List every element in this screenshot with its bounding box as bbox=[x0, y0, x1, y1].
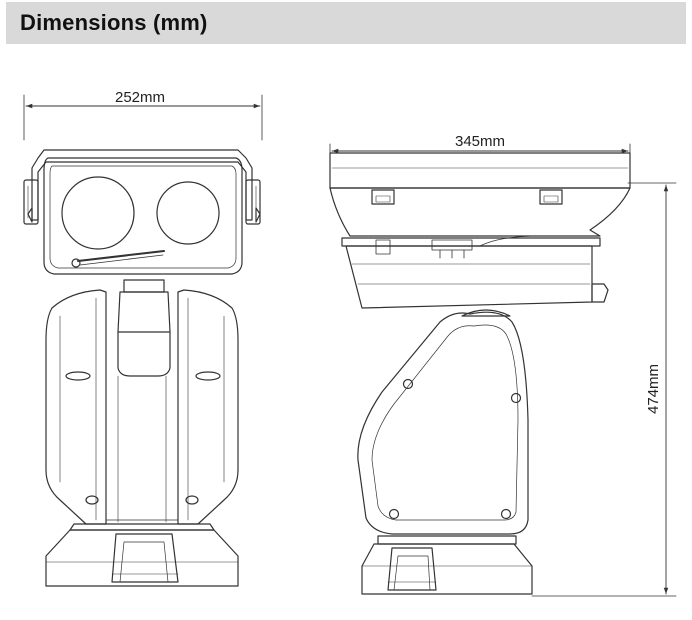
wiper-icon bbox=[71, 250, 165, 268]
front-width-label: 252mm bbox=[115, 89, 165, 106]
front-width-dimension: 252mm bbox=[23, 89, 263, 141]
front-base bbox=[45, 523, 239, 587]
side-sunshield bbox=[329, 152, 631, 237]
side-width-label: 345mm bbox=[455, 133, 505, 150]
front-neck bbox=[117, 279, 171, 333]
height-label: 474mm bbox=[645, 364, 662, 414]
side-view: 345mm 474mm bbox=[329, 133, 677, 597]
optical-lens-icon bbox=[156, 181, 220, 245]
side-arm bbox=[357, 311, 529, 535]
thermal-lens-icon bbox=[61, 176, 135, 250]
section-title: Dimensions (mm) bbox=[20, 10, 208, 35]
height-dimension: 474mm bbox=[531, 182, 677, 597]
side-width-dimension: 345mm bbox=[329, 133, 631, 161]
section-header: Dimensions (mm) bbox=[6, 2, 686, 44]
side-base bbox=[361, 535, 533, 595]
front-view: 252mm bbox=[23, 89, 263, 587]
front-camera-head bbox=[23, 149, 261, 275]
front-yoke bbox=[45, 289, 239, 525]
side-housing bbox=[341, 235, 609, 309]
